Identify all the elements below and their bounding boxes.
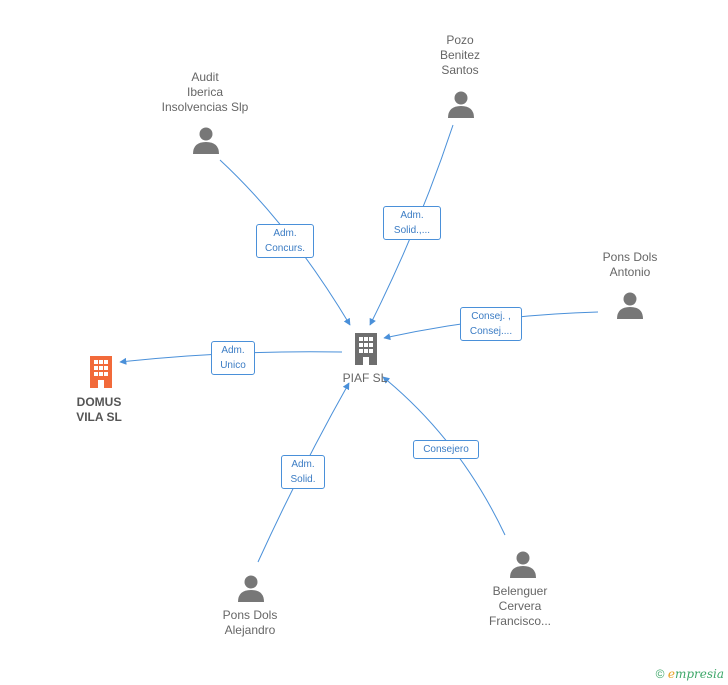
relation-label-pozo[interactable]: Adm.Solid.,...: [383, 206, 441, 240]
relation-label-audit[interactable]: Adm.Concurs.: [256, 224, 314, 258]
copyright: © empresia: [655, 667, 724, 681]
relation-label-belenguer[interactable]: Consejero: [413, 440, 479, 459]
person-icon[interactable]: [237, 574, 265, 607]
person-icon[interactable]: [447, 90, 475, 123]
focus-company-label[interactable]: DOMUS VILA SL: [76, 395, 122, 424]
center-company-label[interactable]: PIAF SL: [342, 371, 388, 385]
person-icon[interactable]: [509, 550, 537, 583]
person-icon[interactable]: [616, 291, 644, 324]
building-icon[interactable]: [86, 356, 116, 388]
relation-label-domus[interactable]: Adm.Unico: [211, 341, 255, 375]
person-icon[interactable]: [192, 126, 220, 159]
building-icon[interactable]: [351, 333, 381, 365]
relation-label-antonio[interactable]: Consej. ,Consej....: [460, 307, 522, 341]
relation-label-alejandro[interactable]: Adm.Solid.: [281, 455, 325, 489]
empresia-logo: empresia: [667, 667, 724, 681]
